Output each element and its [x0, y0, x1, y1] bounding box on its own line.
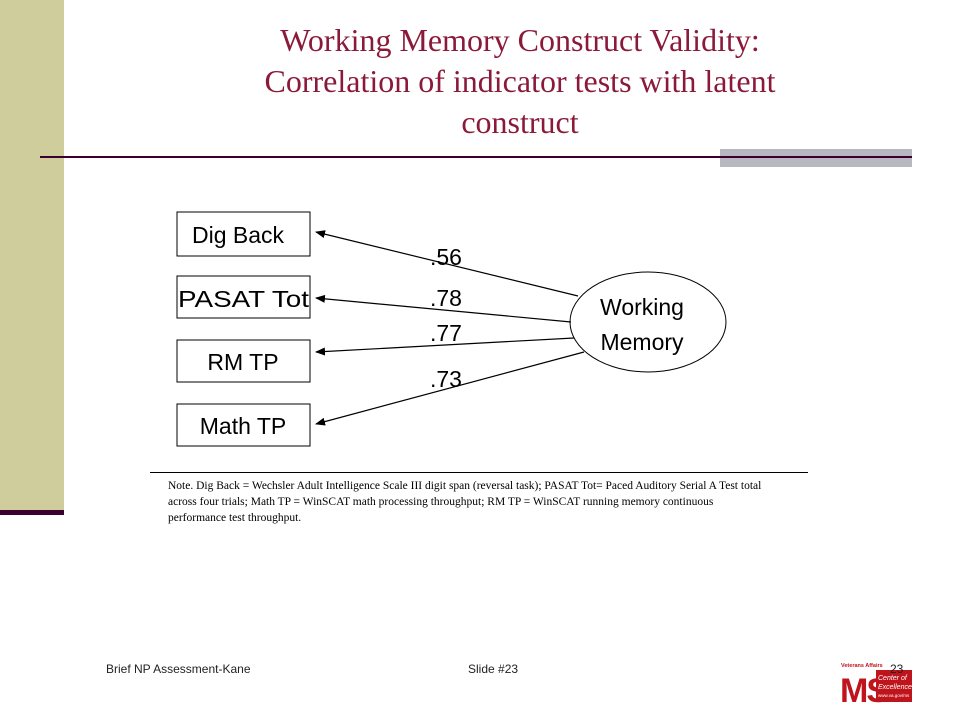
title-rule: [40, 156, 912, 158]
indicator-label: PASAT Tot: [178, 286, 310, 312]
logo-side-line-3: www.va.gov/ms: [878, 693, 910, 698]
latent-label-line-1: Working: [600, 294, 684, 320]
indicator-dig-back: Dig Back: [176, 211, 311, 257]
note-rule: [150, 472, 808, 473]
sidebar-rule: [0, 510, 64, 515]
indicator-label: Math TP: [200, 413, 287, 439]
logo-top-text: Veterans Affairs: [841, 663, 883, 669]
title-line-1: Working Memory Construct Validity:: [280, 22, 760, 58]
logo-side-line-1: Center of: [878, 675, 908, 682]
loading-pasat-tot: .78: [430, 285, 462, 311]
title-accent-bar: [720, 149, 912, 167]
title-line-3: construct: [461, 104, 579, 140]
path-arrow-pasat-tot: [315, 294, 572, 323]
latent-working-memory: Working Memory: [569, 271, 727, 373]
footer-presentation-title: Brief NP Assessment-Kane: [106, 662, 251, 676]
indicator-label: RM TP: [207, 349, 278, 375]
indicator-box: [176, 339, 311, 383]
indicator-box: [176, 403, 311, 447]
path-arrow-rm-tp: [315, 337, 575, 356]
latent-label-line-2: Memory: [600, 329, 684, 355]
indicator-label: Dig Back: [192, 222, 285, 248]
title-line-2: Correlation of indicator tests with late…: [264, 63, 776, 99]
sidebar-band: [0, 0, 64, 512]
latent-ellipse: [569, 271, 727, 373]
path-arrow-dig-back: [315, 230, 579, 297]
footer-slide-label: Slide #23: [468, 662, 519, 676]
logo-side-line-2: Excellence: [878, 684, 912, 691]
loading-rm-tp: .77: [430, 320, 462, 346]
loading-math-tp: .73: [430, 366, 462, 392]
diagram-note: Note. Dig Back = Wechsler Adult Intellig…: [168, 480, 762, 524]
slide-number: 23: [890, 662, 904, 676]
indicator-pasat-tot: PASAT Tot: [176, 275, 311, 319]
loading-dig-back: .56: [430, 244, 462, 270]
indicator-box: [176, 211, 311, 257]
indicator-rm-tp: RM TP: [176, 339, 311, 383]
indicator-box: [176, 275, 311, 319]
slide-title: Working Memory Construct Validity: Corre…: [130, 20, 910, 143]
indicator-math-tp: Math TP: [176, 403, 311, 447]
path-arrow-math-tp: [315, 351, 585, 426]
va-ms-center-of-excellence-logo: Veterans Affairs MS Center of Excellence…: [840, 660, 912, 704]
